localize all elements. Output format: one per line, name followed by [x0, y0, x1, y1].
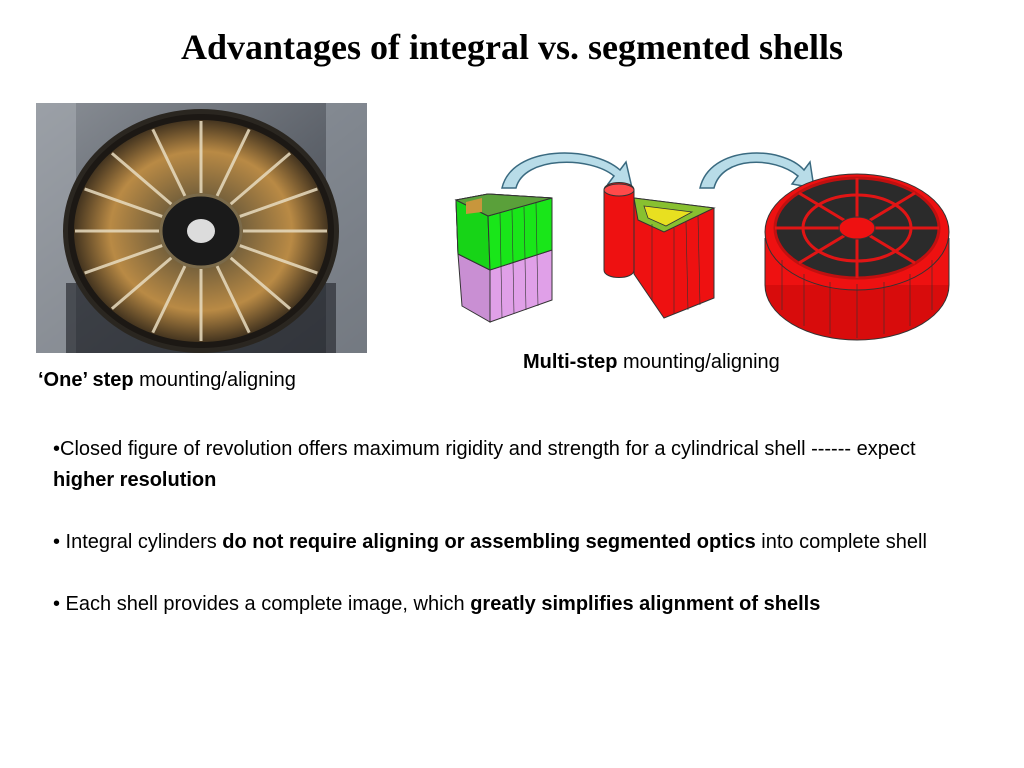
slide-title: Advantages of integral vs. segmented she…	[181, 27, 843, 67]
bullet-text: • Each shell provides a complete image, …	[53, 593, 471, 615]
bullet-text: • Integral cylinders	[53, 531, 223, 553]
bullet-text: into complete shell	[755, 531, 927, 553]
bullet-item: • Each shell provides a complete image, …	[53, 589, 973, 620]
caption-text: mounting/aligning	[133, 369, 296, 391]
segment-module-icon	[454, 193, 553, 323]
complete-shell-icon	[764, 173, 950, 341]
bullet-item: •Closed figure of revolution offers maxi…	[53, 434, 973, 496]
bullet-bold: higher resolution	[53, 469, 217, 491]
bullet-list: •Closed figure of revolution offers maxi…	[53, 434, 973, 651]
bullet-bold: do not require aligning or assembling se…	[222, 531, 756, 553]
partial-shell-icon	[603, 182, 716, 319]
multi-step-diagram	[454, 152, 950, 341]
caption-text: mounting/aligning	[617, 351, 780, 373]
caption-bold: Multi-step	[523, 351, 618, 373]
one-step-caption: ‘One’ step mounting/aligning	[38, 369, 296, 392]
bullet-bold: greatly simplifies alignment of shells	[470, 593, 821, 615]
caption-bold: ‘One’ step	[38, 369, 134, 391]
integral-shell-photo	[36, 103, 367, 353]
bullet-text: •Closed figure of revolution offers maxi…	[53, 438, 916, 460]
bullet-item: • Integral cylinders do not require alig…	[53, 527, 973, 558]
curved-arrow-icon	[699, 152, 815, 189]
multi-step-caption: Multi-step mounting/aligning	[523, 351, 780, 374]
